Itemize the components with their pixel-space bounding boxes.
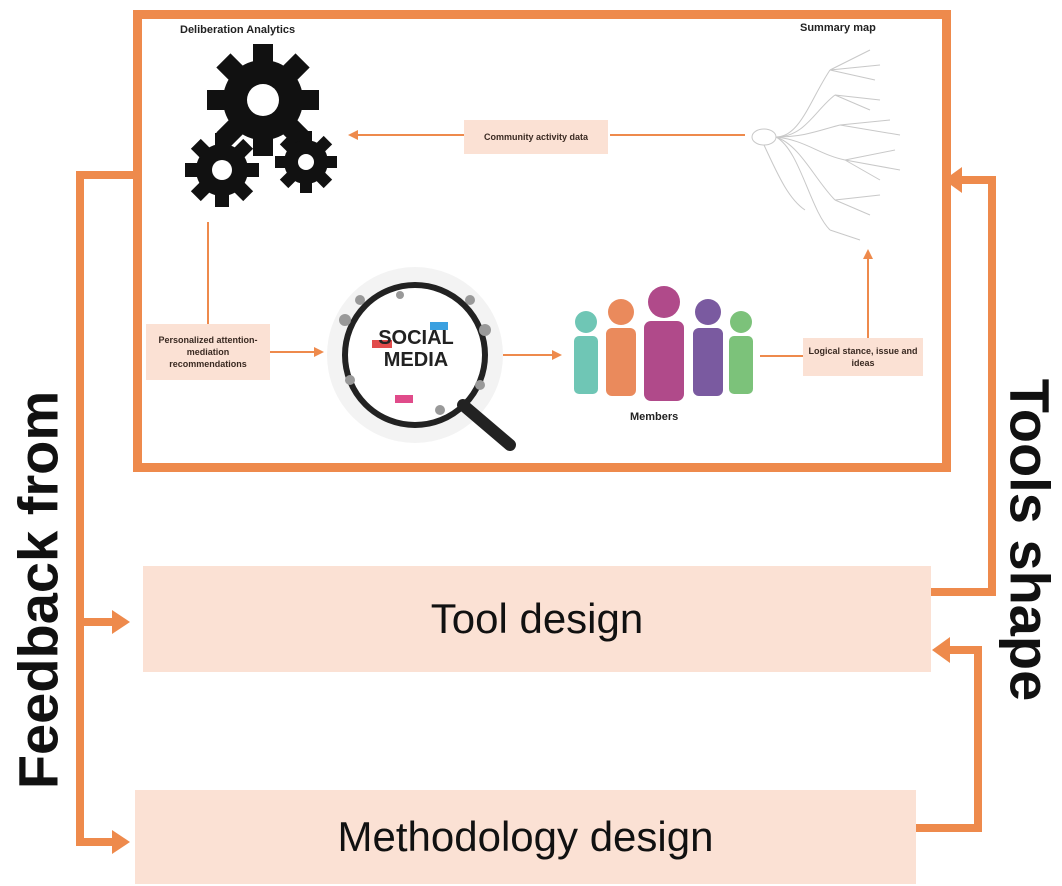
- logical-stance-label: Logical stance, issue and ideas: [808, 346, 918, 368]
- tool-design-label: Tool design: [430, 595, 644, 642]
- methodology-design-box: Methodology design: [135, 790, 916, 884]
- personalized-recommendations-box: Personalized attention-mediation recomme…: [146, 324, 270, 380]
- panel-connectors: [207, 130, 873, 360]
- tools-shape-arrows: [915, 176, 996, 832]
- tool-design-box: Tool design: [143, 566, 931, 672]
- arrow-to-methodology-design: [112, 830, 130, 854]
- social-media-icon: [327, 267, 516, 451]
- logical-stance-box: Logical stance, issue and ideas: [803, 338, 923, 376]
- summary-map-title: Summary map: [800, 22, 876, 34]
- feedback-loop-arrows: [76, 171, 133, 846]
- tools-shape-label: Tools shape: [998, 378, 1062, 702]
- social-media-text: SOCIAL MEDIA: [370, 327, 462, 371]
- feedback-from-label: Feedback from: [6, 390, 70, 790]
- members-label: Members: [630, 411, 679, 423]
- deliberation-analytics-title: Deliberation Analytics: [180, 24, 296, 36]
- social-media-word-2: MEDIA: [383, 349, 449, 371]
- methodology-design-label: Methodology design: [337, 813, 714, 860]
- social-media-word-1: SOCIAL: [378, 327, 454, 349]
- members-icon: [574, 286, 753, 401]
- summary-map-graphic: [751, 49, 901, 241]
- community-activity-label: Community activity data: [483, 132, 589, 142]
- personalized-recommendations-label: Personalized attention-mediation recomme…: [158, 335, 258, 369]
- arrow-to-panel: [944, 167, 962, 193]
- community-activity-box: Community activity data: [464, 120, 608, 154]
- arrow-to-tool-design: [112, 610, 130, 634]
- gears-icon: [185, 44, 337, 207]
- arrow-back-to-tool-design: [932, 637, 950, 663]
